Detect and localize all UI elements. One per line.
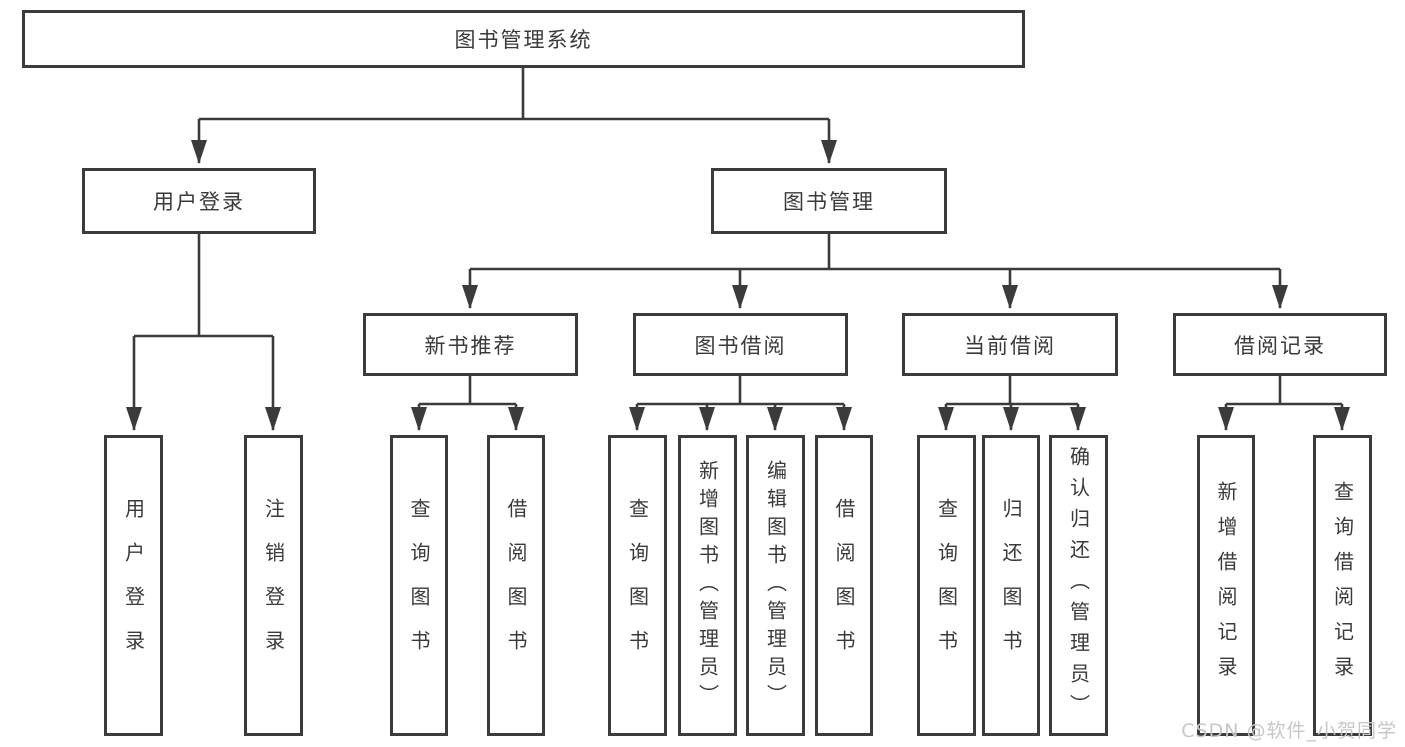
leaf-newbooks-borrow-books: 借阅图书	[487, 435, 545, 736]
leaf-current-confirm-return-admin: 确认归还（管理员）	[1049, 435, 1108, 736]
leaf-label: 确认归还（管理员）	[1066, 446, 1091, 725]
leaf-label: 查询图书	[625, 497, 650, 674]
node-book-borrowing: 图书借阅	[633, 313, 848, 376]
leaf-borrowing-borrow-books: 借阅图书	[815, 435, 873, 736]
node-root: 图书管理系统	[22, 10, 1025, 68]
csdn-watermark: CSDN @软件_小贺同学	[1181, 720, 1397, 742]
leaf-label: 查询图书	[407, 497, 431, 674]
leaf-label: 借阅图书	[832, 497, 856, 674]
node-current-borrowing: 当前借阅	[902, 313, 1118, 376]
leaf-logout: 注销登录	[244, 435, 303, 736]
leaf-label: 查询借阅记录	[1330, 480, 1355, 691]
node-new-books: 新书推荐	[363, 313, 578, 376]
leaf-current-return-books: 归还图书	[982, 435, 1040, 736]
leaf-borrowing-query-books: 查询图书	[608, 435, 667, 736]
leaf-label: 用户登录	[121, 497, 146, 674]
leaf-borrowing-edit-books-admin: 编辑图书（管理员）	[746, 435, 805, 736]
node-book-management: 图书管理	[711, 168, 947, 234]
leaf-current-query-books: 查询图书	[917, 435, 976, 736]
leaf-user-login: 用户登录	[104, 435, 163, 736]
leaf-records-query-record: 查询借阅记录	[1313, 435, 1372, 736]
leaf-records-add-record: 新增借阅记录	[1197, 435, 1255, 736]
leaf-label: 查询图书	[934, 497, 959, 674]
leaf-label: 新增图书（管理员）	[695, 459, 720, 712]
leaf-newbooks-query-books: 查询图书	[390, 435, 448, 736]
leaf-label: 借阅图书	[504, 497, 528, 674]
leaf-label: 注销登录	[261, 497, 286, 674]
leaf-borrowing-add-books-admin: 新增图书（管理员）	[678, 435, 737, 736]
leaf-label: 归还图书	[999, 497, 1023, 674]
node-borrow-records: 借阅记录	[1173, 313, 1387, 376]
leaf-label: 编辑图书（管理员）	[763, 459, 788, 712]
leaf-label: 新增借阅记录	[1214, 480, 1238, 691]
node-user-login: 用户登录	[82, 168, 316, 234]
